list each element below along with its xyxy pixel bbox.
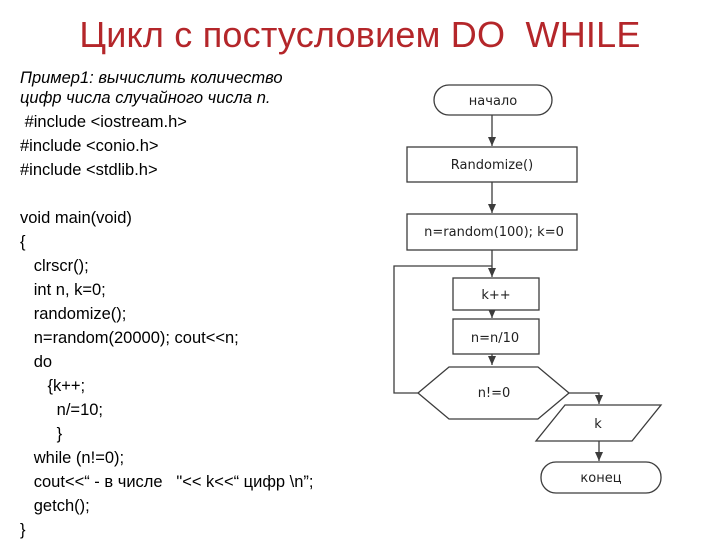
code-line: clrscr(); bbox=[20, 257, 89, 275]
init-process bbox=[406, 213, 578, 251]
include-line: #include <conio.h> bbox=[20, 137, 159, 155]
start-label: начало bbox=[469, 94, 517, 109]
code-line: {k++; bbox=[20, 377, 86, 395]
code-line: randomize(); bbox=[20, 305, 127, 323]
code-line: n/=10; bbox=[20, 401, 104, 419]
condition-decision bbox=[416, 366, 571, 420]
randomize-process bbox=[406, 146, 578, 183]
arrow-condition-to-output bbox=[569, 392, 603, 404]
increment-process bbox=[452, 277, 540, 311]
task-description: Пример1: вычислить количество цифр числа… bbox=[20, 68, 350, 108]
code-line: getch(); bbox=[20, 497, 90, 515]
include-line: #include <stdlib.h> bbox=[20, 161, 158, 179]
loop-back-arrow bbox=[393, 265, 492, 394]
divide-process bbox=[452, 318, 540, 355]
code-listing: #include <iostream.h> #include <conio.h>… bbox=[20, 110, 314, 542]
include-line: #include <iostream.h> bbox=[20, 113, 187, 131]
slide-title: Цикл с постусловием DO WHILE bbox=[79, 14, 641, 55]
increment-label: k++ bbox=[481, 288, 510, 303]
code-line: } bbox=[20, 521, 26, 539]
description-line: Пример1: вычислить количество bbox=[20, 69, 283, 87]
code-line: { bbox=[20, 233, 26, 251]
code-line: do bbox=[20, 353, 53, 371]
code-line: cout<<“ - в числе "<< k<<“ цифр \n”; bbox=[20, 473, 314, 491]
code-line: int n, k=0; bbox=[20, 281, 106, 299]
init-label: n=random(100); k=0 bbox=[424, 225, 564, 240]
condition-label: n!=0 bbox=[478, 386, 511, 401]
code-line: while (n!=0); bbox=[20, 449, 125, 467]
description-line: цифр числа случайного числа n. bbox=[20, 89, 271, 107]
code-line: } bbox=[20, 425, 63, 443]
end-terminator bbox=[540, 461, 662, 494]
output-parallelogram bbox=[534, 404, 663, 442]
divide-label: n=n/10 bbox=[471, 331, 519, 346]
code-line: void main(void) bbox=[20, 209, 132, 227]
randomize-label: Randomize() bbox=[451, 158, 533, 173]
code-line: n=random(20000); cout<<n; bbox=[20, 329, 239, 347]
output-label: k bbox=[594, 417, 602, 432]
start-terminator bbox=[433, 84, 553, 116]
end-label: конец bbox=[580, 471, 621, 486]
